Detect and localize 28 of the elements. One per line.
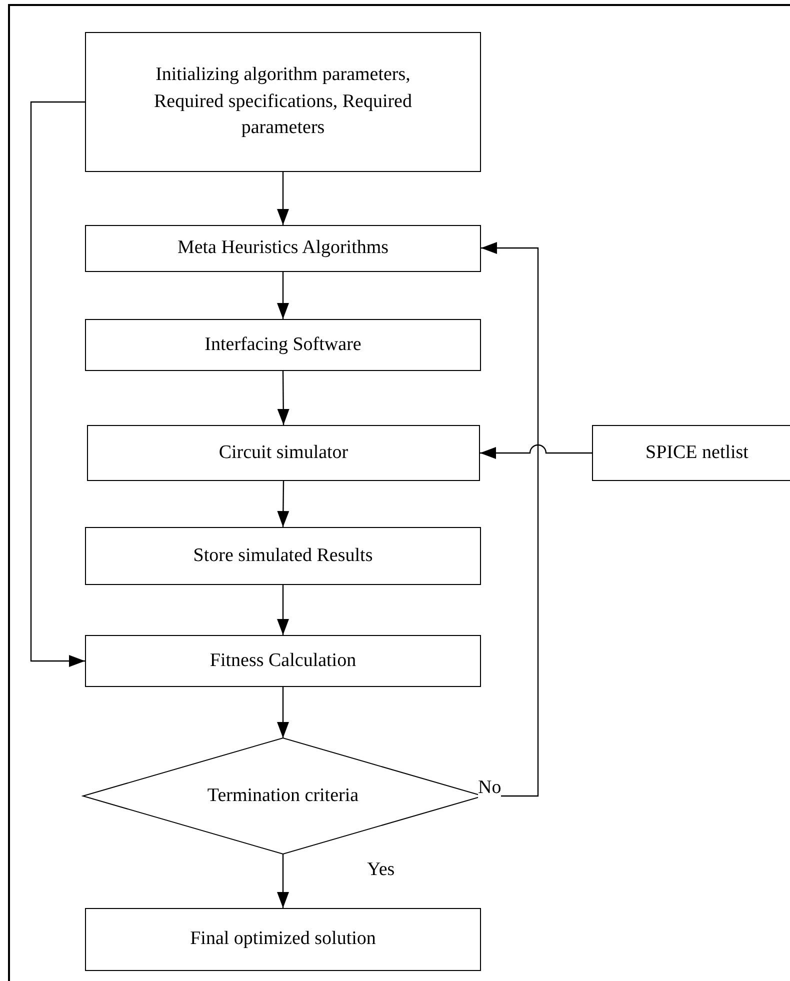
process-box (85, 32, 481, 172)
step-label: Termination criteria (207, 785, 359, 807)
arrow (277, 272, 289, 319)
step-label: Final optimized solution (190, 927, 376, 952)
process-box (85, 635, 481, 687)
edge-label: No (478, 778, 502, 799)
arrow (481, 242, 539, 797)
process-box (87, 425, 480, 481)
arrow (480, 444, 592, 459)
process-box (85, 527, 481, 585)
process-box (85, 225, 481, 272)
arrow (277, 371, 290, 425)
step-label: SPICE netlist (646, 440, 748, 465)
step-label: Circuit simulator (218, 440, 348, 465)
process-box (592, 425, 790, 481)
arrow (30, 101, 85, 667)
step-label: Initializing algorithm parameters, Required specifications, Required parameters (152, 63, 413, 140)
step-label: Store simulated Results (193, 544, 373, 568)
process-box (85, 319, 481, 371)
arrow (277, 585, 289, 635)
arrow (277, 854, 289, 908)
step-label: Interfacing Software (204, 332, 362, 357)
step-label: Fitness Calculation (210, 648, 356, 673)
arrow (277, 481, 290, 527)
arrow (277, 687, 289, 738)
arrow (277, 172, 289, 225)
process-box (85, 908, 481, 971)
step-label: Meta Heuristics Algorithms (177, 236, 389, 260)
